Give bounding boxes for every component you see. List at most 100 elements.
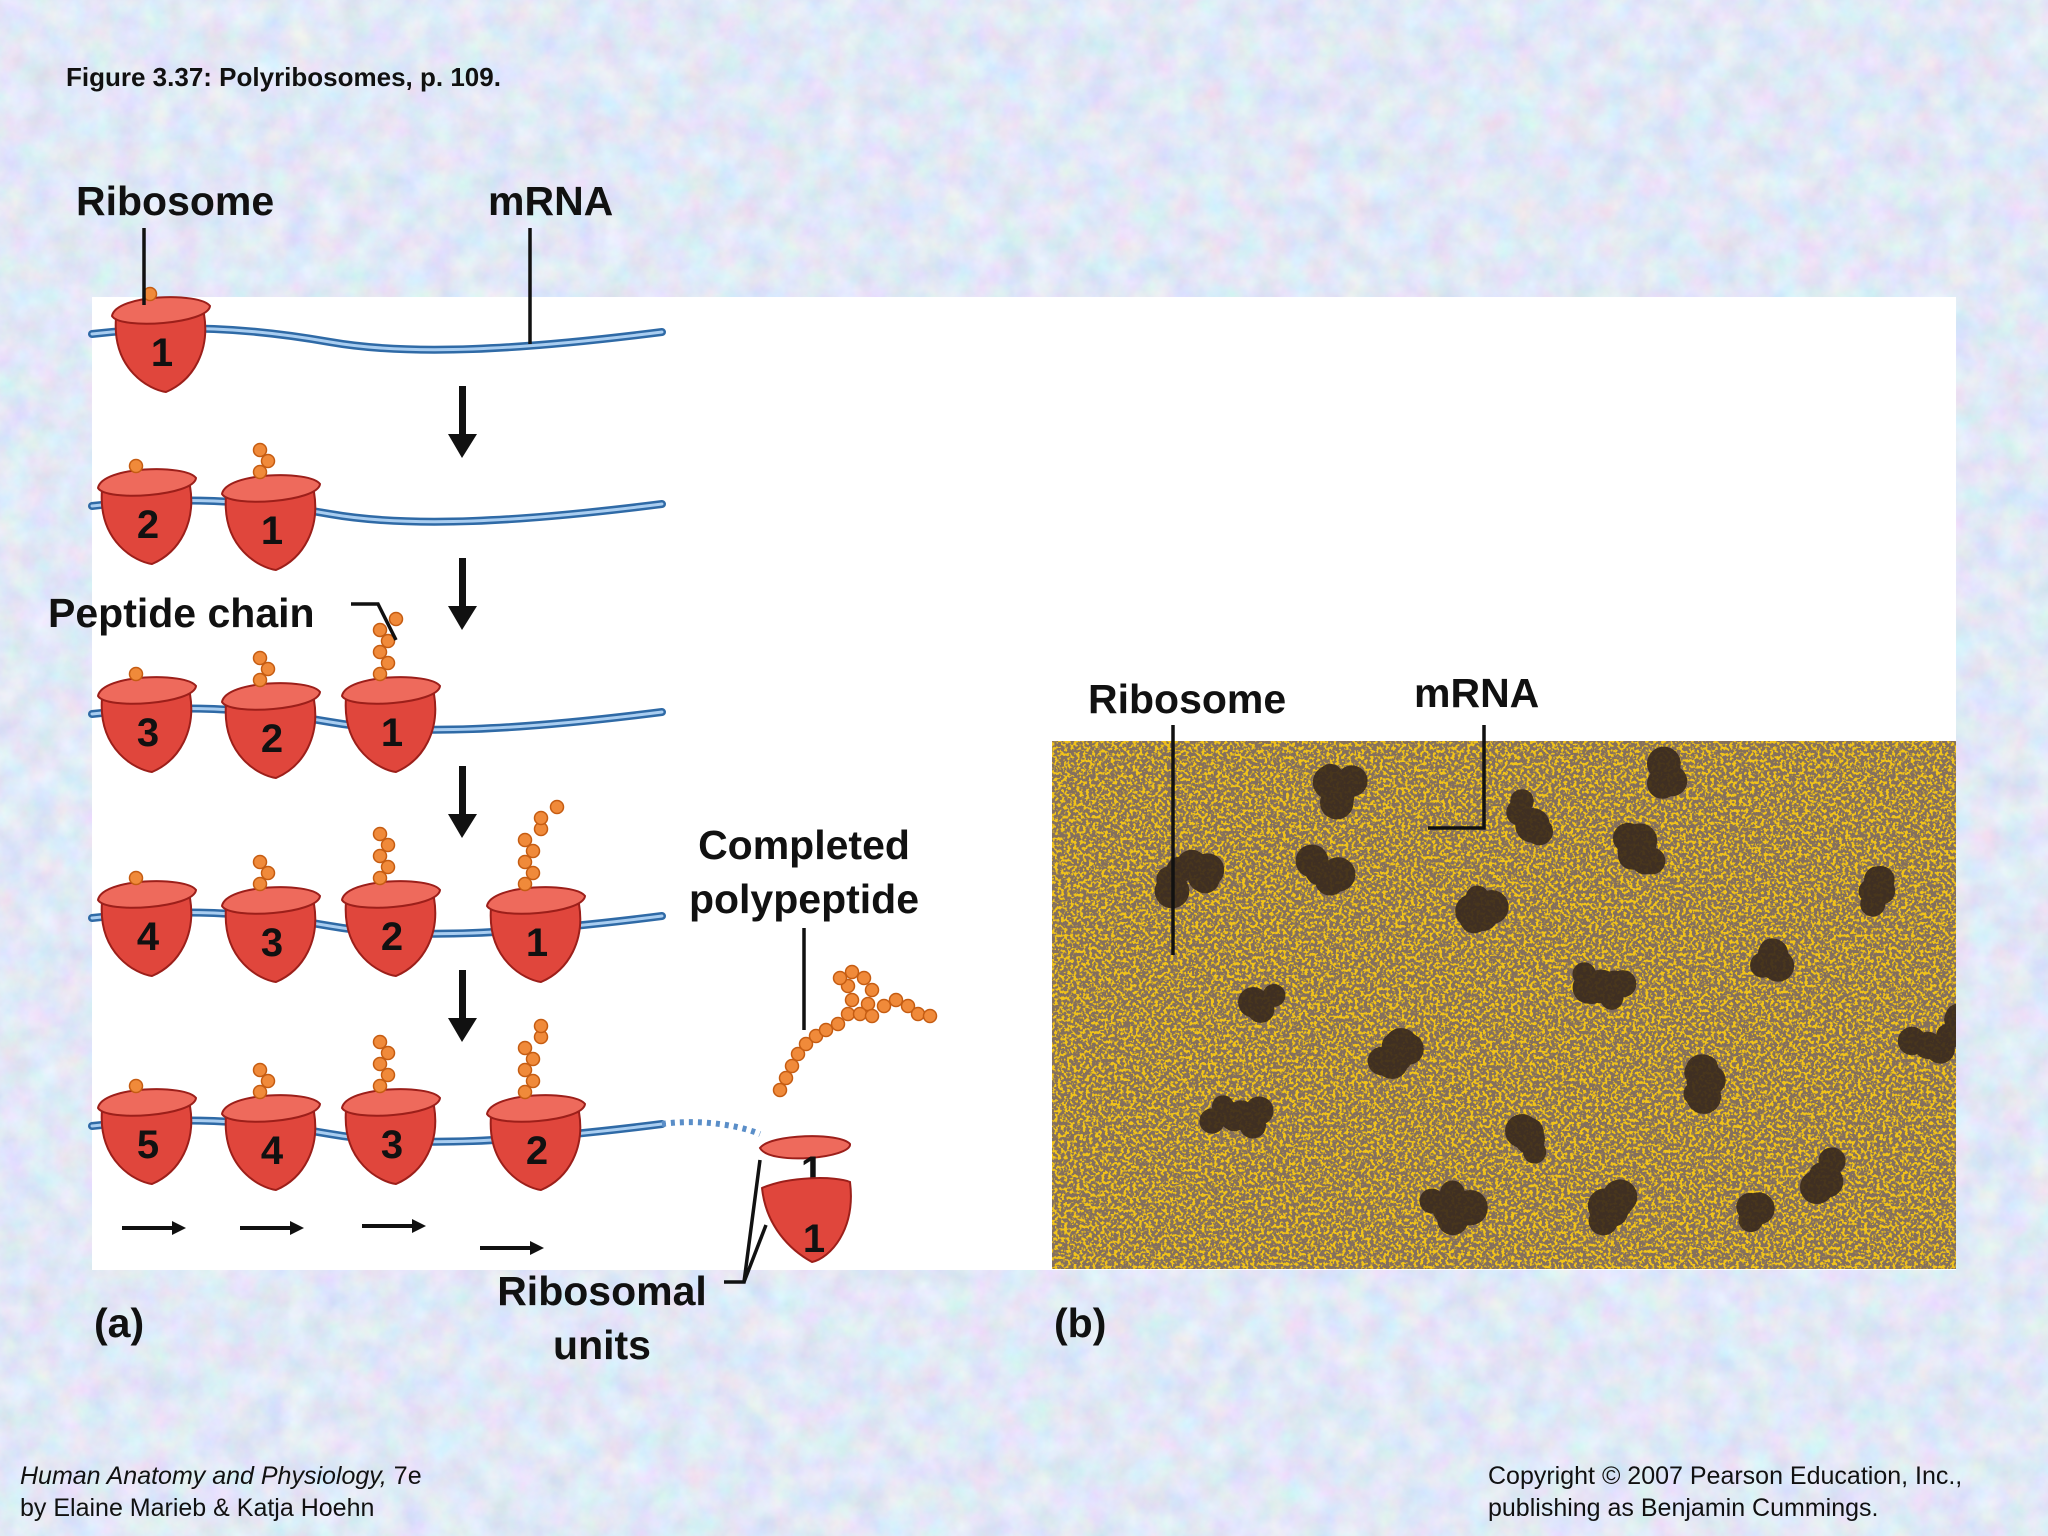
amino-acid-bead	[128, 1078, 144, 1094]
amino-acid-bead	[380, 1045, 396, 1061]
amino-acid-bead	[372, 622, 388, 638]
ribosome-large-subunit	[100, 484, 193, 566]
amino-acid-bead	[380, 859, 396, 875]
amino-acid-bead	[372, 1056, 388, 1072]
ribosome-number: 4	[261, 1129, 284, 1173]
step-arrow-head	[448, 814, 477, 838]
ribosome: 2	[340, 826, 442, 978]
micrograph-ribosome-blob	[1866, 865, 1895, 895]
polypeptide-bead	[876, 998, 892, 1014]
micrograph-ribosome-blob	[1686, 1079, 1722, 1114]
micrograph-label-mrna: mRNA	[1414, 670, 1540, 716]
label-units-line2: units	[553, 1322, 651, 1368]
ribosome: 4	[96, 870, 198, 978]
amino-acid-bead	[252, 1062, 268, 1078]
micrograph-ribosome-blob	[1525, 817, 1554, 846]
step-arrow-shaft	[459, 558, 466, 610]
book-title: Human Anatomy and Physiology,	[20, 1462, 387, 1490]
amino-acid-bead	[533, 810, 549, 826]
ribosome: 1	[110, 286, 212, 394]
ribosome-small-subunit	[96, 676, 198, 705]
book-authors: by Elaine Marieb & Katja Hoehn	[20, 1494, 375, 1522]
micrograph-ribosome-blob	[1474, 890, 1509, 925]
ribosome-large-subunit	[224, 698, 317, 780]
ribosome: 4	[220, 1062, 322, 1192]
amino-acid-bead	[372, 1034, 388, 1050]
amino-acid-bead	[252, 650, 268, 666]
polypeptide-bead	[818, 1022, 834, 1038]
amino-acid-bead	[252, 464, 268, 480]
polypeptide-bead	[844, 964, 860, 980]
step-arrow-shaft	[459, 766, 466, 818]
polypeptide-bead	[772, 1082, 788, 1098]
ribosome: 2	[220, 650, 322, 780]
amino-acid-bead	[252, 854, 268, 870]
ribosome-number: 2	[526, 1129, 548, 1173]
ribosome-number: 5	[137, 1123, 159, 1167]
label-ribosome: Ribosome	[76, 178, 275, 224]
micrograph-ribosome-blob	[1617, 840, 1648, 870]
ribosome-small-subunit	[96, 468, 198, 497]
amino-acid-bead	[252, 672, 268, 688]
small-subunit-released	[758, 1135, 851, 1160]
amino-acid-bead	[260, 1073, 276, 1089]
large-subunit-number: 1	[803, 1217, 825, 1261]
panel-a-tag: (a)	[94, 1300, 145, 1346]
ribosome: 2	[96, 458, 198, 566]
polypeptide-bead	[852, 1006, 868, 1022]
micrograph-ribosome-blob	[1262, 983, 1286, 1007]
step-arrow-shaft	[459, 970, 466, 1022]
ribosome: 1	[340, 611, 442, 774]
amino-acid-bead	[252, 1084, 268, 1100]
ribosome-small-subunit	[220, 1094, 322, 1123]
micrograph-ribosome-blob	[1244, 1096, 1274, 1126]
amino-acid-bead	[517, 1062, 533, 1078]
large-subunit-released	[760, 1177, 852, 1264]
ribosome-small-subunit	[340, 880, 442, 909]
movement-arrowhead	[412, 1219, 426, 1233]
ribosome-number: 3	[261, 921, 283, 965]
polypeptide-bead	[864, 982, 880, 998]
polypeptide-bead	[900, 998, 916, 1014]
book-edition: 7e	[386, 1462, 422, 1490]
mrna-strand-end-dashed	[661, 1119, 762, 1137]
ribosome-small-subunit	[220, 474, 322, 503]
micrograph-ribosome-blob	[1608, 970, 1637, 998]
ribosome-large-subunit	[100, 1104, 193, 1186]
ribosome-number: 1	[261, 509, 283, 553]
ribosome-small-subunit	[96, 880, 198, 909]
amino-acid-bead	[128, 870, 144, 886]
ribosome: 1	[220, 442, 322, 572]
step-arrow-shaft	[459, 386, 466, 438]
polypeptide-bead	[840, 1006, 856, 1022]
amino-acid-bead	[517, 876, 533, 892]
micrograph-ribosome-blob	[1523, 1140, 1547, 1164]
step-arrow-head	[448, 434, 477, 458]
copyright-line1: Copyright © 2007 Pearson Education, Inc.…	[1488, 1462, 1963, 1490]
ribosome-number: 3	[381, 1123, 403, 1167]
micrograph-ribosome-blob	[1317, 763, 1344, 790]
amino-acid-bead	[525, 1051, 541, 1067]
copyright-line2: publishing as Benjamin Cummings.	[1488, 1494, 1879, 1522]
polypeptide-bead	[830, 1016, 846, 1032]
ribosome-small-subunit	[340, 1088, 442, 1117]
units-leader-lower	[742, 1224, 768, 1283]
polypeptide-bead	[784, 1058, 800, 1074]
amino-acid-bead	[517, 1040, 533, 1056]
polypeptide-bead	[922, 1008, 938, 1024]
movement-arrowhead	[530, 1241, 544, 1255]
released-ribosomal-units: 11	[758, 1135, 852, 1264]
amino-acid-bead	[128, 458, 144, 474]
amino-acid-bead	[525, 1073, 541, 1089]
ribosome: 3	[96, 666, 198, 774]
ribosome-number: 3	[137, 711, 159, 755]
ribosome-large-subunit	[224, 902, 317, 984]
book-citation: Human Anatomy and Physiology, 7e	[20, 1460, 422, 1492]
amino-acid-bead	[252, 876, 268, 892]
ribosome-small-subunit	[96, 1088, 198, 1117]
ribosome-number: 2	[137, 503, 159, 547]
ribosome-large-subunit	[344, 896, 437, 978]
amino-acid-bead	[380, 1067, 396, 1083]
micrograph-ribosome-blob	[1587, 1188, 1623, 1224]
